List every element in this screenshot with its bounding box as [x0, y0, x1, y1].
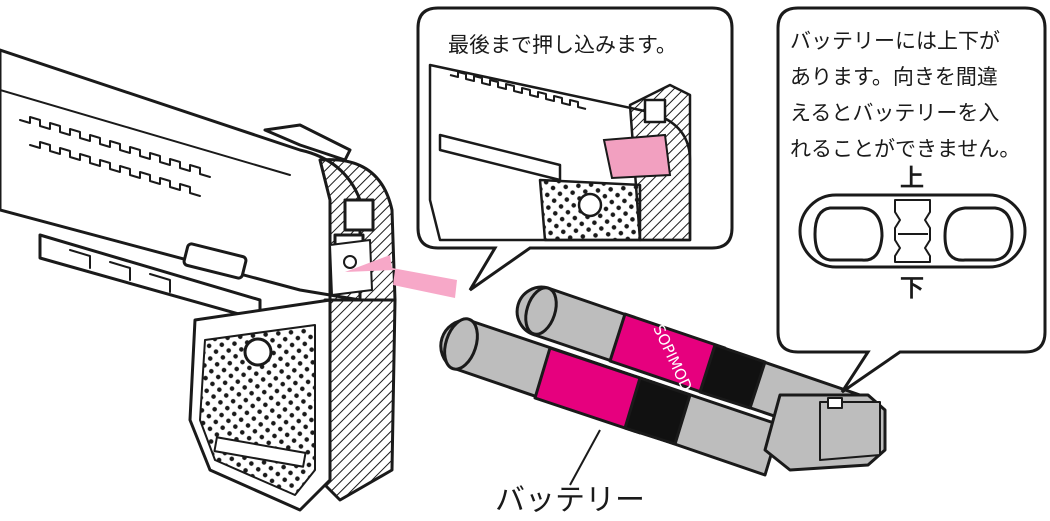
rifle-stock-illustration: [0, 48, 397, 512]
orientation-top-label: 上: [900, 164, 924, 192]
callout-push-all-the-way: 最後まで押し込みます。: [416, 6, 734, 292]
battery-pack-illustration: [439, 285, 887, 477]
insertion-arrow: [345, 255, 457, 298]
orientation-note-line-1: バッテリーには上下が: [790, 29, 1000, 53]
battery-label: バッテリー: [495, 483, 645, 518]
orientation-note-line-2: あります。向きを間違: [790, 65, 998, 89]
orientation-note-line-3: えるとバッテリーを入: [790, 101, 999, 125]
svg-text:バッテリーには上下が あります。向きを間違: バッテリーには上下が あります。向きを間違 えるとバッテリーを入 れることができ…: [790, 29, 1020, 161]
pink-tab-highlight: [602, 133, 672, 180]
orientation-note-line-4: れることができません。: [790, 137, 1020, 161]
battery-leader-line: [569, 429, 601, 486]
orientation-bottom-label: 下: [900, 274, 924, 302]
callout-push-text: 最後まで押し込みます。: [448, 33, 677, 57]
callout-orientation-note: バッテリーには上下が あります。向きを間違 えるとバッテリーを入 れることができ…: [776, 6, 1047, 394]
battery-end-view: [798, 193, 1027, 269]
